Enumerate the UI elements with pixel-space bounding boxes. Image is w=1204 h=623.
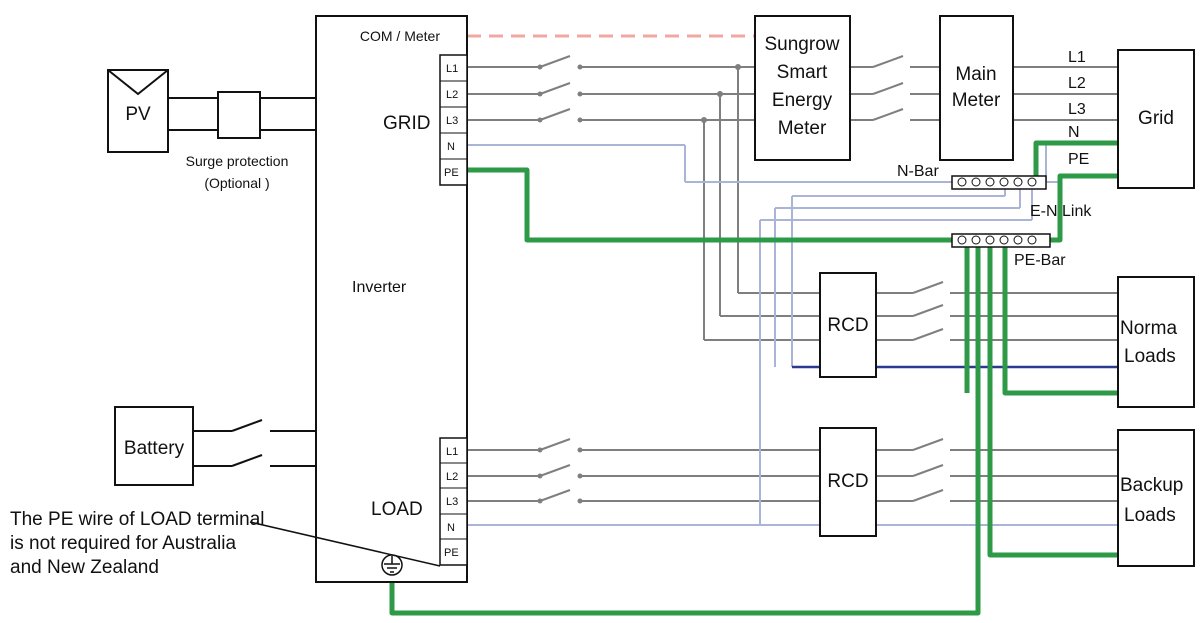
rcd-normal-label: RCD bbox=[827, 315, 868, 336]
grid-terminals: L1 L2 L3 N PE bbox=[439, 54, 468, 186]
load-terminal-l1: L1 bbox=[446, 446, 458, 458]
load-terminal-l2: L2 bbox=[446, 471, 458, 483]
grid-box: Grid bbox=[1117, 49, 1195, 189]
normal-loads: Norma Loads bbox=[1117, 276, 1195, 408]
n-bar: N-Bar bbox=[897, 163, 1047, 190]
grid-terminal-pe: PE bbox=[444, 167, 459, 179]
backup-loads-line-1: Backup bbox=[1120, 475, 1183, 496]
grid-line-l2: L2 bbox=[1068, 75, 1086, 92]
rcd-backup-label: RCD bbox=[827, 471, 868, 492]
grid-line-labels: L1 L2 L3 N PE bbox=[1068, 49, 1089, 168]
ground-icon bbox=[381, 554, 403, 576]
sungrow-meter-line-2: Smart bbox=[777, 62, 828, 83]
n-bar-label: N-Bar bbox=[897, 163, 939, 180]
pv-label: PV bbox=[125, 104, 151, 125]
grid-terminal-n: N bbox=[447, 141, 455, 153]
grid-terminal-l3: L3 bbox=[446, 115, 458, 127]
load-terminal-pe: PE bbox=[444, 547, 459, 559]
junction-dots bbox=[537, 64, 741, 504]
main-meter-line-2: Meter bbox=[952, 90, 1001, 111]
note-pointer bbox=[249, 521, 441, 567]
com-meter-label: COM / Meter bbox=[360, 28, 440, 44]
battery: Battery bbox=[114, 406, 194, 486]
pe-bar-label: PE-Bar bbox=[1014, 252, 1066, 269]
load-terminal-n: N bbox=[447, 522, 455, 534]
sungrow-meter-line-4: Meter bbox=[778, 118, 827, 139]
pv-panel: PV bbox=[107, 69, 169, 153]
load-label: LOAD bbox=[371, 499, 423, 520]
grid-box-label: Grid bbox=[1138, 108, 1174, 129]
load-terminal-l3: L3 bbox=[446, 496, 458, 508]
inverter: COM / Meter GRID Inverter LOAD L1 L2 L3 … bbox=[315, 15, 468, 583]
grid-line-pe: PE bbox=[1068, 151, 1089, 168]
grid-terminal-l2: L2 bbox=[446, 89, 458, 101]
rcd-backup: RCD bbox=[819, 427, 877, 537]
sungrow-smart-energy-meter: Sungrow Smart Energy Meter bbox=[754, 15, 851, 161]
grid-phase-wires bbox=[467, 55, 1118, 502]
neutral-wires bbox=[467, 144, 1118, 526]
pv-wires bbox=[168, 97, 316, 131]
main-meter: Main Meter bbox=[939, 15, 1014, 161]
battery-wires bbox=[193, 419, 316, 467]
surge-protection: Surge protection (Optional ) bbox=[186, 91, 289, 191]
inverter-label: Inverter bbox=[352, 279, 407, 296]
pe-wires bbox=[389, 140, 1118, 616]
grid-label: GRID bbox=[383, 113, 431, 134]
sungrow-meter-line-1: Sungrow bbox=[765, 34, 840, 55]
normal-loads-line-1: Norma bbox=[1120, 318, 1177, 339]
pe-wire-note: The PE wire of LOAD terminal is not requ… bbox=[10, 509, 265, 578]
grid-line-n: N bbox=[1068, 124, 1080, 141]
backup-loads-line-2: Loads bbox=[1124, 505, 1176, 526]
main-meter-line-1: Main bbox=[955, 64, 996, 85]
battery-label: Battery bbox=[124, 438, 185, 459]
grid-terminal-l1: L1 bbox=[446, 63, 458, 75]
normal-loads-line-2: Loads bbox=[1124, 346, 1176, 367]
grid-line-l3: L3 bbox=[1068, 101, 1086, 118]
e-n-link-label: E-N Link bbox=[1030, 203, 1092, 220]
grid-line-l1: L1 bbox=[1068, 49, 1086, 66]
pe-bar: PE-Bar bbox=[951, 233, 1066, 269]
sungrow-meter-line-3: Energy bbox=[772, 90, 833, 111]
surge-label-2: (Optional ) bbox=[204, 175, 269, 191]
backup-loads: Backup Loads bbox=[1117, 429, 1195, 567]
load-terminals: L1 L2 L3 N PE bbox=[439, 437, 468, 566]
rcd-normal: RCD bbox=[819, 272, 877, 378]
surge-label-1: Surge protection bbox=[186, 153, 289, 169]
